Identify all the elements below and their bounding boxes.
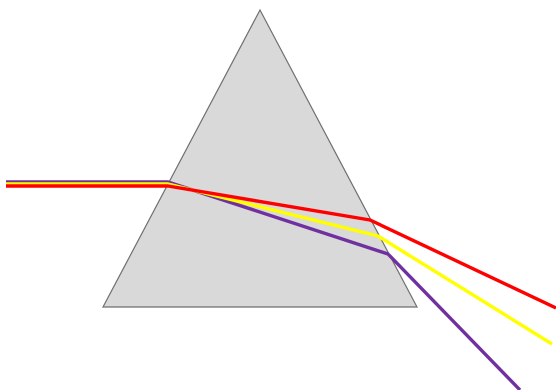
ray-red — [6, 184, 556, 310]
light-rays — [6, 180, 556, 390]
prism — [102, 8, 418, 308]
ray-violet — [6, 180, 522, 390]
ray-yellow — [6, 182, 553, 346]
